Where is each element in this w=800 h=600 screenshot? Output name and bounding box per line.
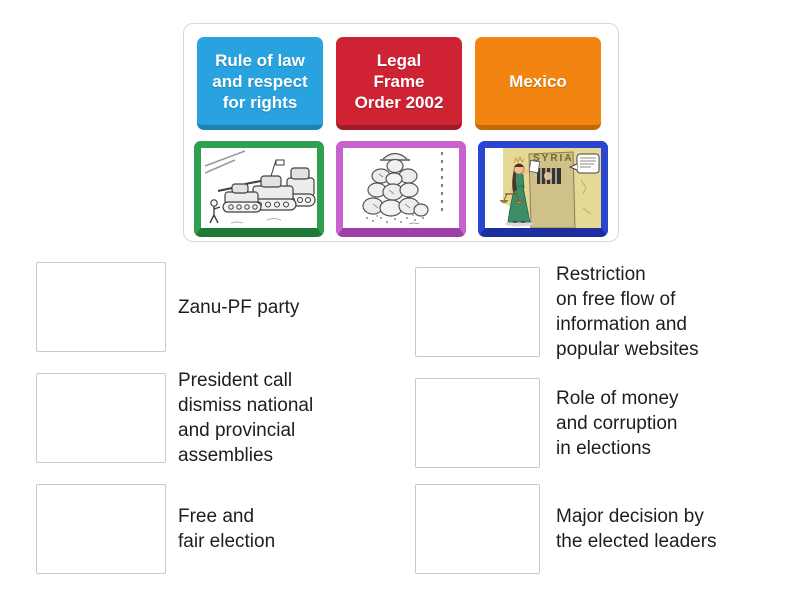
keyword-tile-legal-frame-order[interactable]: Legal Frame Order 2002: [336, 37, 462, 130]
match-label: Role of money and corruption in election…: [556, 387, 679, 459]
match-item: Restriction on free flow of information …: [415, 262, 717, 362]
drop-box-left-1[interactable]: [36, 262, 166, 352]
crumbling-statue-cartoon-image: [343, 148, 459, 228]
tanks-cartoon-image: [201, 148, 317, 228]
keyword-tiles-row: Rule of law and respect for rights Legal…: [197, 37, 601, 130]
match-label: Free and fair election: [178, 506, 276, 552]
match-label: Zanu-PF party: [178, 296, 300, 318]
match-label: President call dismiss national and prov…: [178, 370, 314, 466]
drop-box-left-3[interactable]: [36, 484, 166, 574]
match-column-right: Restriction on free flow of information …: [415, 262, 717, 574]
image-cards-row: SYRIA: [194, 141, 608, 237]
svg-text:SYRIA: SYRIA: [533, 153, 574, 164]
image-card-syria-justice[interactable]: SYRIA: [478, 141, 608, 237]
image-card-crumbling-statue[interactable]: [336, 141, 466, 237]
drop-box-right-2[interactable]: [415, 378, 540, 468]
keyword-tile-label: Legal Frame Order 2002: [354, 50, 444, 112]
match-label: Major decision by the elected leaders: [556, 506, 717, 552]
drop-box-right-3[interactable]: [415, 484, 540, 574]
match-item: President call dismiss national and prov…: [36, 368, 313, 468]
keyword-tile-rule-of-law[interactable]: Rule of law and respect for rights: [197, 37, 323, 130]
drop-box-right-1[interactable]: [415, 267, 540, 357]
keyword-tile-label: Mexico: [509, 71, 567, 91]
syria-justice-cartoon-image: SYRIA: [485, 148, 601, 228]
match-column-left: Zanu-PF party President call dismiss nat…: [36, 262, 313, 574]
match-item: Zanu-PF party: [36, 262, 313, 352]
match-item: Free and fair election: [36, 484, 313, 574]
keyword-group-panel: Rule of law and respect for rights Legal…: [183, 23, 619, 242]
match-item: Major decision by the elected leaders: [415, 484, 717, 574]
match-label: Restriction on free flow of information …: [556, 264, 699, 360]
keyword-tile-mexico[interactable]: Mexico: [475, 37, 601, 130]
image-card-tanks[interactable]: [194, 141, 324, 237]
match-item: Role of money and corruption in election…: [415, 378, 717, 468]
keyword-tile-label: Rule of law and respect for rights: [212, 50, 308, 112]
drop-box-left-2[interactable]: [36, 373, 166, 463]
